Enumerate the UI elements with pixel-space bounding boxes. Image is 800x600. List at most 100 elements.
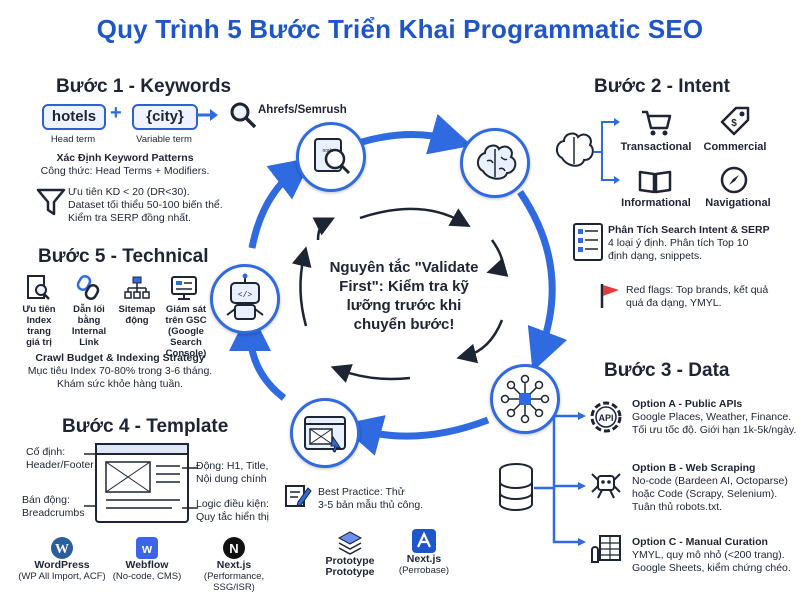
semi-label: Bán động: [22, 494, 70, 506]
semi-value: Breadcrumbs [22, 507, 85, 519]
cart-icon [642, 110, 672, 136]
step1-heading: Bước 1 - Keywords [56, 76, 232, 97]
tech-line: Index trang [26, 315, 52, 337]
tool-label: Ahrefs/Semrush [258, 104, 347, 116]
inner-arrow-bottom [330, 364, 411, 383]
tech-line: Internal [71, 326, 107, 337]
arrow-3-to-4 [339, 415, 490, 456]
arrow-5-to-1 [248, 157, 313, 249]
price-tag-icon: $ [720, 106, 750, 136]
tech-line: trên GSC [165, 315, 207, 326]
step3-node [490, 364, 560, 434]
step3-heading: Bước 3 - Data [604, 360, 730, 381]
tool-webflow: w Webflow (No-code, CMS) [106, 536, 188, 582]
dynamic-part: Động: H1, Title, Nội dung chính [196, 460, 286, 486]
tool-name: WordPress [34, 559, 90, 571]
filter-criteria: Ưu tiên KD < 20 (DR<30). Dataset tối thi… [68, 186, 238, 225]
head-term-pill: hotels [42, 104, 106, 130]
option-b-line-2: hoặc Code (Scrapy, Selenium). [632, 488, 778, 500]
step1-node: norle [296, 122, 366, 192]
crawl-line-2: Khám sức khỏe hàng tuần. [56, 378, 184, 390]
tech-line: động [125, 315, 149, 326]
tool-sub: (Performance, SSG/ISR) [203, 571, 265, 593]
tech-line: (Google [168, 326, 204, 337]
option-a-title: Option A - Public APIs [632, 398, 743, 410]
tech-line: giá trị [26, 337, 52, 348]
analysis-title: Phân Tích Search Intent & SERP [608, 224, 770, 236]
network-icon [500, 374, 550, 424]
step2-node [460, 128, 530, 198]
brain-outline-icon [556, 132, 594, 167]
arrow-1-to-2 [361, 114, 473, 155]
inner-arrow-left [291, 246, 312, 327]
inner-arrow-right [486, 239, 509, 277]
scraper-bot-icon [591, 473, 621, 499]
red-flags: Red flags: Top brands, kết quả quá đa dạ… [626, 284, 796, 310]
branch-lines [594, 118, 620, 184]
svg-text:W: W [55, 542, 69, 557]
inner-arrow-bottom-right [456, 319, 504, 364]
svg-text:N: N [229, 541, 238, 556]
tool-sub: (WP All Import, ACF) [18, 571, 106, 582]
wireframe-icon [95, 443, 189, 523]
best-practice-line-2: 3-5 bản mẫu thủ công. [318, 499, 424, 511]
sitemap-icon [124, 276, 150, 299]
filter-line-2: Dataset tối thiểu 50-100 biến thể. [68, 199, 223, 211]
tech-line: Search Console) [165, 337, 207, 359]
option-a-line-1: Google Places, Weather, Finance. [632, 411, 792, 423]
api-label: API [598, 413, 613, 423]
magnifier-icon [230, 102, 257, 129]
patterns-title: Xác Định Keyword Patterns [56, 152, 194, 164]
dynamic-value: Nội dung chính [196, 473, 267, 485]
tool-name: Next.js [406, 553, 442, 565]
tool-name: Next.js [216, 559, 252, 571]
variable-term-pill: {city} [132, 104, 198, 130]
option-a: Option A - Public APIs Google Places, We… [632, 398, 798, 437]
variable-term-caption: Variable term [136, 134, 192, 145]
intent-informational: Informational [621, 197, 691, 209]
logic-part: Logic điều kiện: Quy tắc hiển thị [196, 498, 286, 524]
intent-commercial: Commercial [703, 141, 767, 153]
svg-text:$: $ [731, 118, 737, 129]
page-title: Quy Trình 5 Bước Triển Khai Programmatic… [96, 14, 704, 44]
redflag-line-1: Red flags: Top brands, kết quả [626, 284, 769, 296]
redflag-line-2: quá đa dạng, YMYL. [626, 297, 722, 309]
logic-value: Quy tắc hiển thị [196, 511, 269, 523]
fixed-part: Cố định: Header/Footer [26, 446, 96, 472]
analysis-line-2: định dạng, snippets. [608, 250, 702, 262]
crawl-title: Crawl Budget & Indexing Strategy [35, 352, 205, 364]
step5-heading: Bước 5 - Technical [38, 246, 209, 267]
step5-node: </> [210, 264, 280, 334]
template-pointer-left [84, 453, 96, 507]
option-b: Option B - Web Scraping No-code (Bardeen… [632, 462, 798, 514]
svg-text:w: w [141, 541, 153, 556]
tech-line: bằng [77, 315, 101, 326]
red-flag-icon [600, 284, 619, 308]
fixed-label: Cố định: [26, 446, 66, 458]
prototype-layers-icon [337, 531, 363, 555]
patterns-formula: Công thức: Head Terms + Modifiers. [40, 165, 210, 177]
step2-heading: Bước 2 - Intent [594, 76, 730, 97]
option-c-line-2: Google Sheets, kiểm chứng chéo. [632, 562, 791, 574]
tech-item-internal-link: Dẫn lối bằng Internal Link [66, 304, 112, 348]
tool-nextjs-2: Next.js (Perrobase) [384, 528, 464, 576]
center-principle: Nguyên tắc "Validate First": Kiểm tra kỹ… [329, 259, 479, 333]
best-practice: Best Practice: Thử 3-5 bản mẫu thủ công. [318, 486, 448, 512]
filter-line-3: Kiểm tra SERP đồng nhất. [68, 212, 191, 224]
crawl-strategy: Crawl Budget & Indexing Strategy Mục tiê… [10, 352, 230, 391]
index-search-icon [27, 275, 50, 300]
serp-page-icon [573, 223, 603, 261]
plus-sign: + [110, 102, 122, 124]
monitor-dashboard-icon [171, 276, 197, 300]
tech-line: Ưu tiên [22, 304, 56, 315]
nextjs-alt-logo-icon [412, 529, 436, 553]
tech-line: Giám sát [165, 304, 207, 315]
logic-label: Logic điều kiện: [196, 498, 269, 510]
fixed-value: Header/Footer [26, 459, 94, 471]
tool-prototype: Prototype Prototype [312, 530, 388, 578]
template-pointer-right [182, 467, 198, 509]
tech-item-sitemap: Sitemap động [114, 304, 160, 326]
option-b-title: Option B - Web Scraping [632, 462, 756, 474]
arrow-4-to-5 [229, 309, 287, 401]
